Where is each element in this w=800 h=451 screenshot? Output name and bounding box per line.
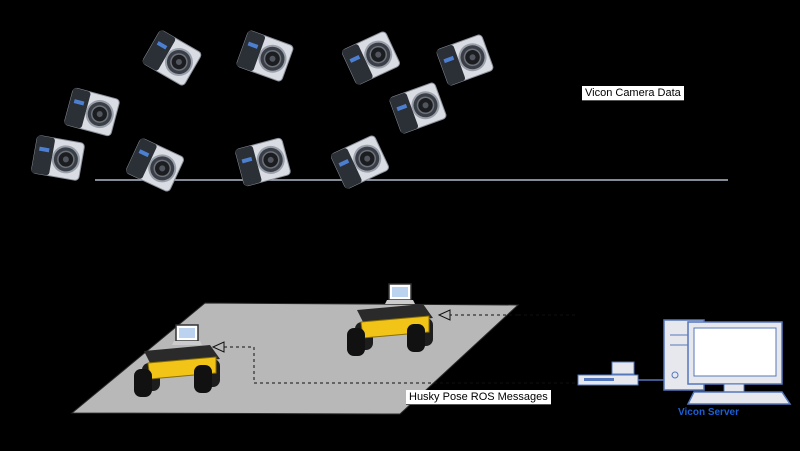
arrow-head-icon xyxy=(437,309,451,321)
vicon-camera-data-label: Vicon Camera Data xyxy=(582,86,684,101)
vicon-server-label: Vicon Server xyxy=(678,407,739,418)
vicon-camera-icon xyxy=(387,80,449,136)
arrow-head-icon xyxy=(211,341,225,353)
vicon-camera-icon xyxy=(30,134,86,182)
vicon-camera-icon xyxy=(62,86,122,138)
vicon-camera-icon xyxy=(234,28,296,84)
ros-message-path xyxy=(215,346,575,384)
vicon-camera-icon xyxy=(329,133,391,191)
vicon-camera-icon xyxy=(233,136,293,188)
vicon-camera-icon xyxy=(340,29,402,87)
desktop-computer-icon xyxy=(663,319,792,405)
husky-pose-ros-messages-label: Husky Pose ROS Messages xyxy=(406,390,551,405)
vicon-camera-icon xyxy=(124,136,186,194)
vicon-camera-icon xyxy=(434,32,496,88)
network-switch-icon xyxy=(577,361,668,386)
vicon-camera-icon xyxy=(140,28,204,88)
